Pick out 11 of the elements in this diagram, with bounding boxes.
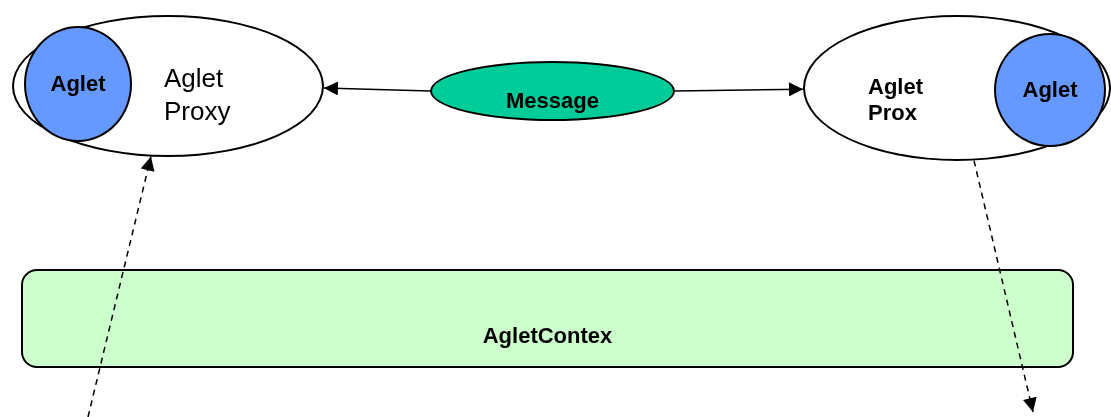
node-label: Message <box>505 89 600 114</box>
node-label: AgletContex <box>481 324 614 349</box>
arrow <box>674 82 804 97</box>
node-label: Aglet <box>1022 77 1078 103</box>
arrow <box>973 159 1037 413</box>
arrow <box>323 81 431 96</box>
node-label: Aglet Prox <box>868 74 924 127</box>
node-label: Aglet Proxy <box>164 62 232 127</box>
node-label: Aglet <box>50 71 106 97</box>
context-bar <box>21 269 1074 368</box>
arrow <box>87 155 155 417</box>
